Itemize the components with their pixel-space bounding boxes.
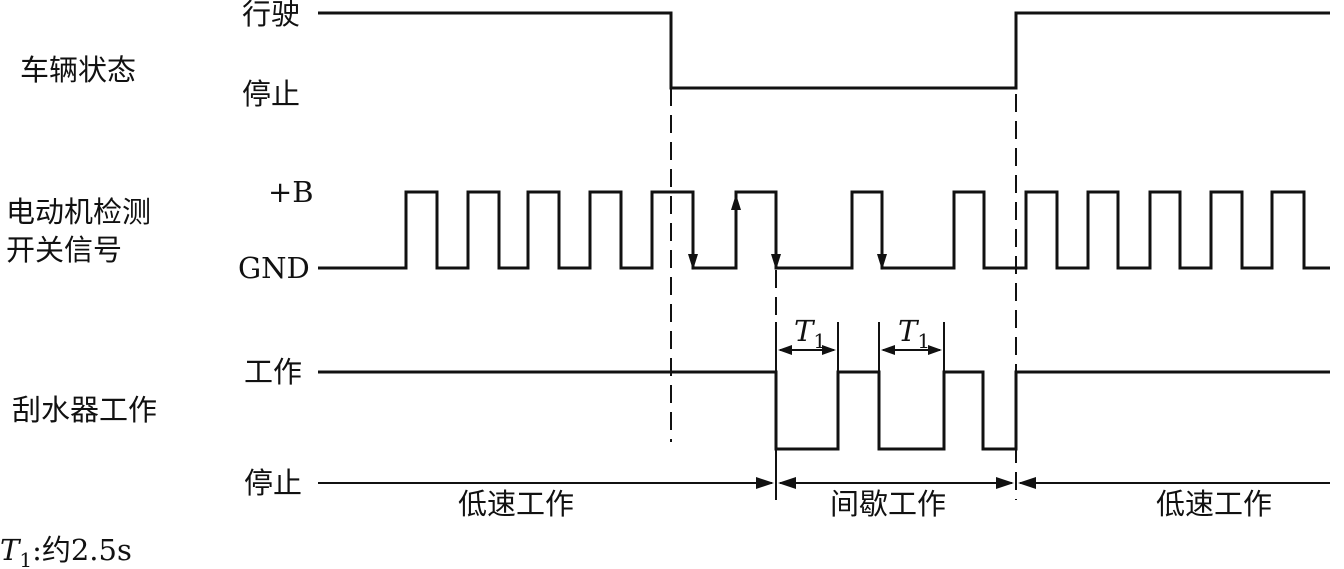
motor-switch-label-line1: 电动机检测 — [6, 195, 151, 229]
low-speed-span-arrow-2 — [1018, 477, 1036, 489]
wiper-high-level-label: 工作 — [244, 355, 302, 389]
t1-first-label: T1 — [794, 314, 826, 353]
intermittent-span-arrow-left — [778, 477, 796, 489]
t1-second-arrow-right — [928, 345, 942, 355]
motor-falling-arrow-1 — [688, 254, 698, 270]
motor-switch-label-line2: 开关信号 — [6, 233, 122, 267]
phase-label-intermittent: 间歇工作 — [830, 487, 946, 521]
wiper-operation-label: 刮水器工作 — [12, 393, 157, 427]
motor-rising-arrow — [731, 194, 741, 210]
t1-first-arrow-right — [822, 345, 836, 355]
phase-label-low-speed-1: 低速工作 — [458, 487, 574, 521]
vehicle-state-waveform — [318, 11, 1330, 90]
wiper-low-level-label: 停止 — [244, 466, 302, 500]
motor-falling-arrow-3 — [877, 254, 887, 270]
motor-falling-arrow-2 — [771, 254, 781, 270]
wiper-operation-waveform — [318, 370, 1330, 451]
t1-second-label: T1 — [898, 314, 930, 353]
vehicle-high-level-label: 行驶 — [242, 0, 300, 31]
vehicle-state-label: 车辆状态 — [20, 53, 136, 87]
motor-switch-waveform — [318, 190, 1330, 270]
low-speed-span-arrow-1 — [756, 477, 774, 489]
intermittent-span-arrow-right — [996, 477, 1014, 489]
timing-footnote: T1:约2.5s — [0, 533, 132, 569]
vehicle-low-level-label: 停止 — [242, 77, 300, 111]
phase-label-low-speed-2: 低速工作 — [1156, 487, 1272, 521]
t1-first-arrow-left — [778, 345, 792, 355]
t1-second-arrow-left — [881, 345, 895, 355]
motor-low-level-label: GND — [238, 251, 310, 285]
motor-high-level-label: +B — [268, 175, 314, 209]
